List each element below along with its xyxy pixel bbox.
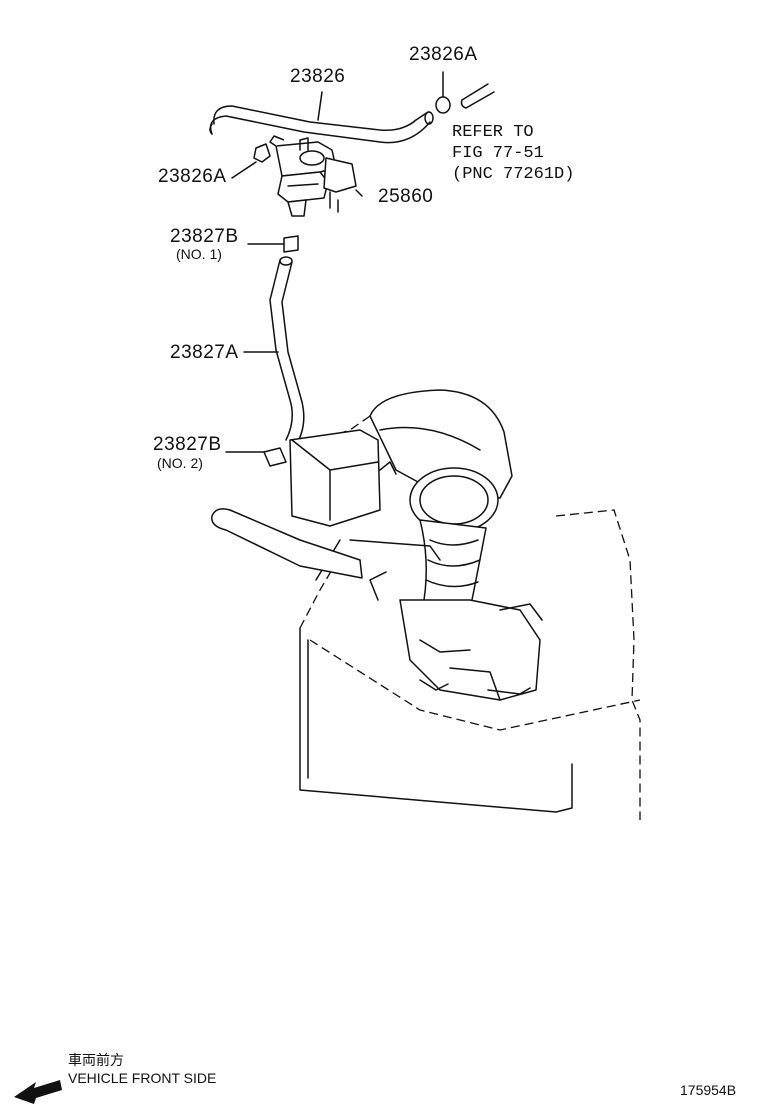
clamp-23827b-no1 — [247, 235, 299, 253]
vehicle-front-arrow-icon — [14, 1080, 62, 1104]
label-23827b-no1-note: (NO. 1) — [176, 246, 222, 262]
reference-line-1: REFER TO — [452, 123, 534, 142]
engine-assembly — [211, 389, 641, 820]
label-23827a: 23827A — [170, 342, 239, 363]
direction-label-jp: 車両前方 — [68, 1052, 124, 1068]
clamp-23826a-left — [231, 143, 271, 179]
label-23826a-top: 23826A — [409, 44, 478, 65]
hose-23827a — [243, 256, 305, 449]
label-23826: 23826 — [290, 66, 346, 87]
label-23827b-no2-note: (NO. 2) — [157, 455, 203, 471]
vsv-25860 — [269, 135, 363, 217]
clamp-23826a-top — [435, 71, 451, 114]
label-23827b-no2: 23827B — [153, 434, 222, 455]
figure-id: 175954B — [680, 1082, 737, 1098]
hose-23826 — [209, 91, 434, 144]
reference-line-2: FIG 77-51 — [452, 144, 544, 163]
label-23826a-left: 23826A — [158, 166, 227, 187]
reference-line-3: (PNC 77261D) — [452, 165, 575, 184]
label-25860: 25860 — [378, 186, 434, 207]
reference-pipe — [460, 83, 495, 109]
label-23827b-no1: 23827B — [170, 226, 239, 247]
clamp-23827b-no2 — [225, 447, 287, 467]
direction-label-en: VEHICLE FRONT SIDE — [68, 1070, 217, 1086]
